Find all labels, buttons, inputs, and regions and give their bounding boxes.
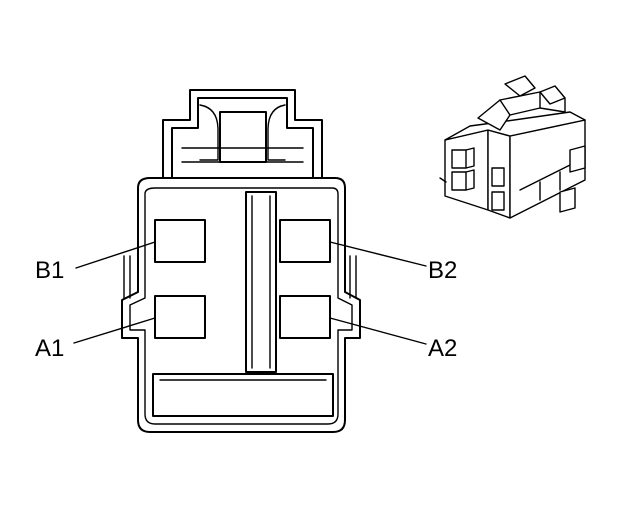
leader-lines — [73, 241, 427, 345]
label-a2: A2 — [428, 335, 457, 362]
connector-isometric-view — [439, 75, 586, 219]
cavity-b2 — [279, 219, 331, 263]
cavity-a2 — [279, 295, 331, 339]
bottom-slot — [152, 373, 334, 417]
label-b2: B2 — [428, 257, 457, 284]
connector-face-view — [121, 89, 361, 433]
label-a1: A1 — [35, 335, 64, 362]
cavity-a1 — [154, 295, 206, 339]
locking-tab — [162, 89, 323, 184]
cavity-b1 — [154, 219, 206, 263]
label-b1: B1 — [35, 257, 64, 284]
housing-inner — [129, 187, 353, 425]
center-divider — [245, 191, 277, 373]
